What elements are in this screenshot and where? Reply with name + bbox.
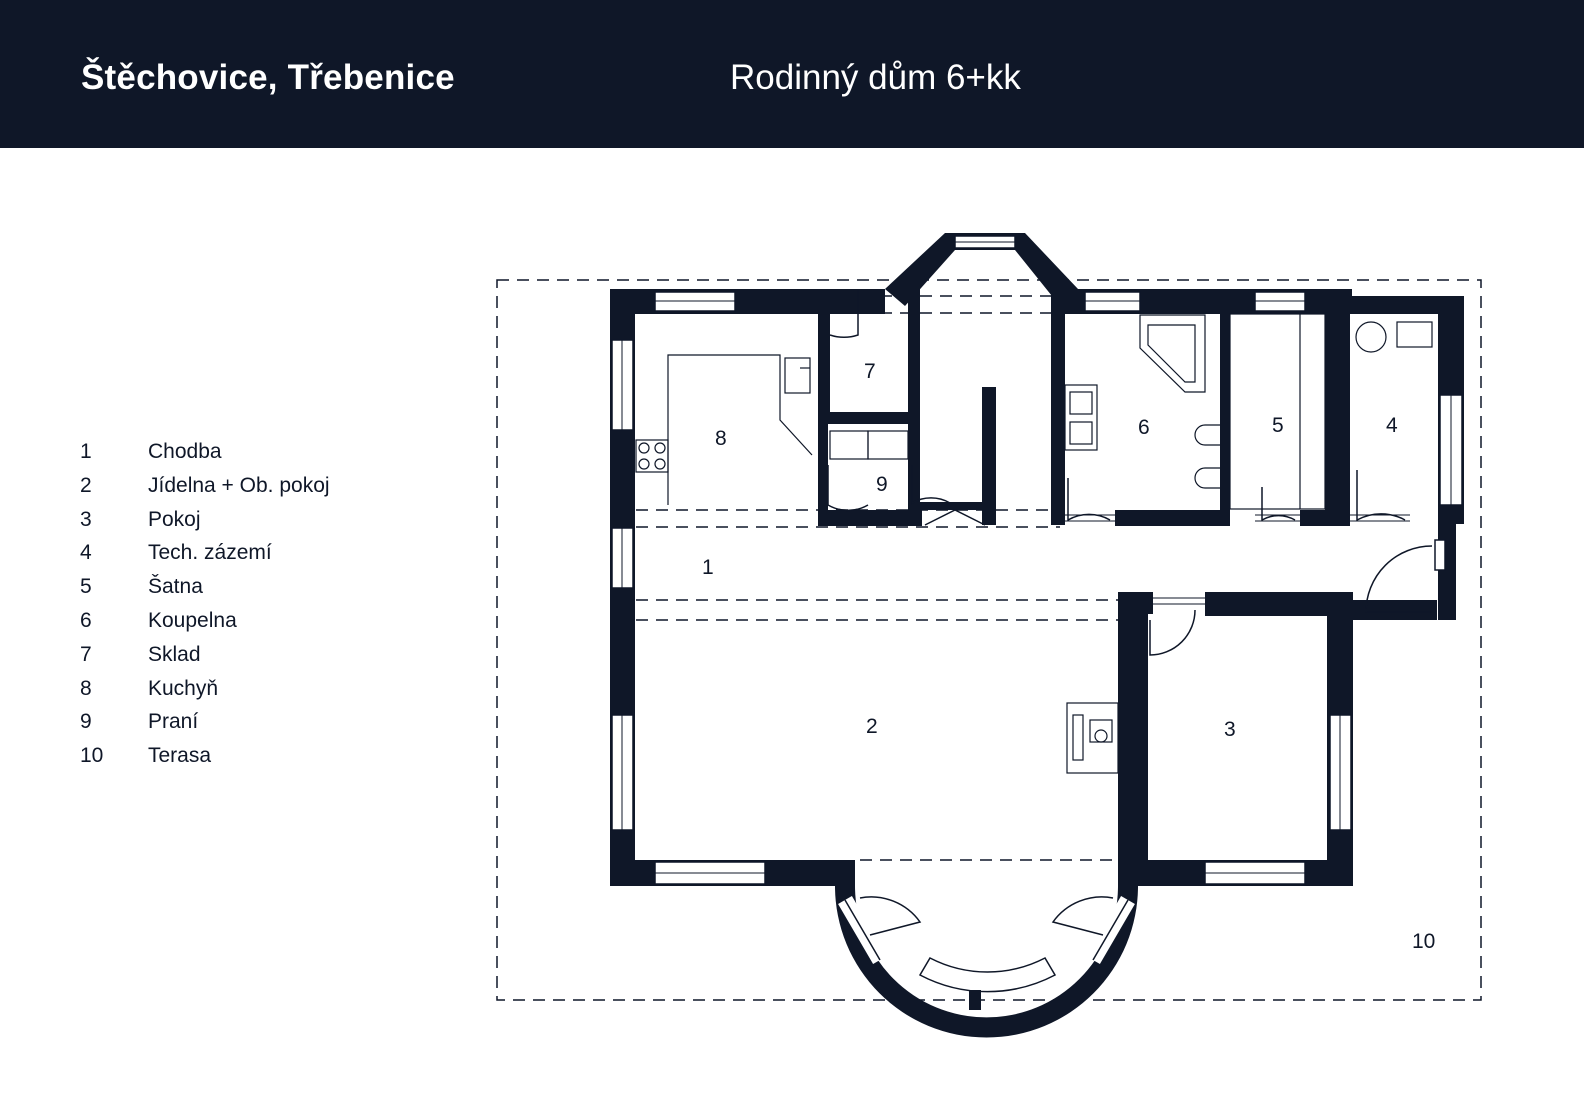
room-legend: 1 Chodba 2 Jídelna + Ob. pokoj 3 Pokoj 4 Tec… [80, 440, 420, 778]
legend-room-name: Sklad [148, 642, 201, 666]
room-label-5: 5 [1272, 414, 1284, 437]
legend-number: 1 [80, 440, 92, 463]
legend-number: 7 [80, 642, 92, 666]
header-bar: Štěchovice, Třebenice Rodinný dům 6+kk [0, 0, 1584, 148]
room-label-9: 9 [876, 473, 888, 496]
legend-item: 9 Praní [80, 710, 420, 744]
legend-room-name: Praní [148, 710, 199, 734]
legend-room-name: Chodba [148, 440, 222, 463]
legend-room-name: Koupelna [148, 608, 237, 632]
legend-room-name: Terasa [148, 744, 212, 768]
legend-number: 9 [80, 710, 92, 734]
legend-item: 7 Sklad [80, 643, 420, 677]
room-labels: 1 2 3 4 5 6 7 8 9 10 [702, 360, 1435, 953]
rounded-bay [835, 886, 1138, 1038]
house-title: Rodinný dům 6+kk [730, 58, 1021, 97]
terrace-outline [496, 279, 1482, 1001]
legend-number: 5 [80, 575, 92, 599]
legend-number: 4 [80, 541, 92, 565]
legend-item: 4 Tech. zázemí [80, 541, 420, 575]
legend-number: 2 [80, 473, 92, 497]
legend-room-name: Tech. zázemí [148, 541, 272, 565]
door-thresholds [1065, 514, 1432, 611]
room-label-2: 2 [866, 715, 878, 738]
room-label-4: 4 [1386, 414, 1398, 437]
room-label-7: 7 [864, 360, 876, 383]
legend-item: 6 Koupelna [80, 609, 420, 643]
legend-room-name: Kuchyň [148, 676, 219, 700]
legend-item: 1 Chodba [80, 440, 420, 474]
legend-room-name: Šatna [148, 575, 203, 599]
legend-item: 2 Jídelna + Ob. pokoj [80, 474, 420, 508]
legend-room-name: Jídelna + Ob. pokoj [148, 473, 330, 497]
legend-item: 10 Terasa [80, 744, 420, 778]
room-label-8: 8 [715, 427, 727, 450]
legend-item: 3 Pokoj [80, 508, 420, 542]
legend-number: 3 [80, 507, 92, 531]
doors [827, 290, 1433, 936]
room-label-1: 1 [702, 556, 714, 579]
legend-item: 5 Šatna [80, 575, 420, 609]
legend-number: 8 [80, 676, 92, 700]
room-label-6: 6 [1138, 416, 1150, 439]
furniture [635, 313, 1433, 774]
legend-item: 8 Kuchyň [80, 677, 420, 711]
room-label-10: 10 [1412, 930, 1435, 953]
window-glazing [621, 241, 1452, 874]
location-title: Štěchovice, Třebenice [81, 58, 455, 97]
legend-room-name: Pokoj [148, 507, 201, 531]
room-label-3: 3 [1224, 718, 1236, 741]
legend-number: 10 [80, 744, 104, 768]
legend-number: 6 [80, 608, 92, 632]
